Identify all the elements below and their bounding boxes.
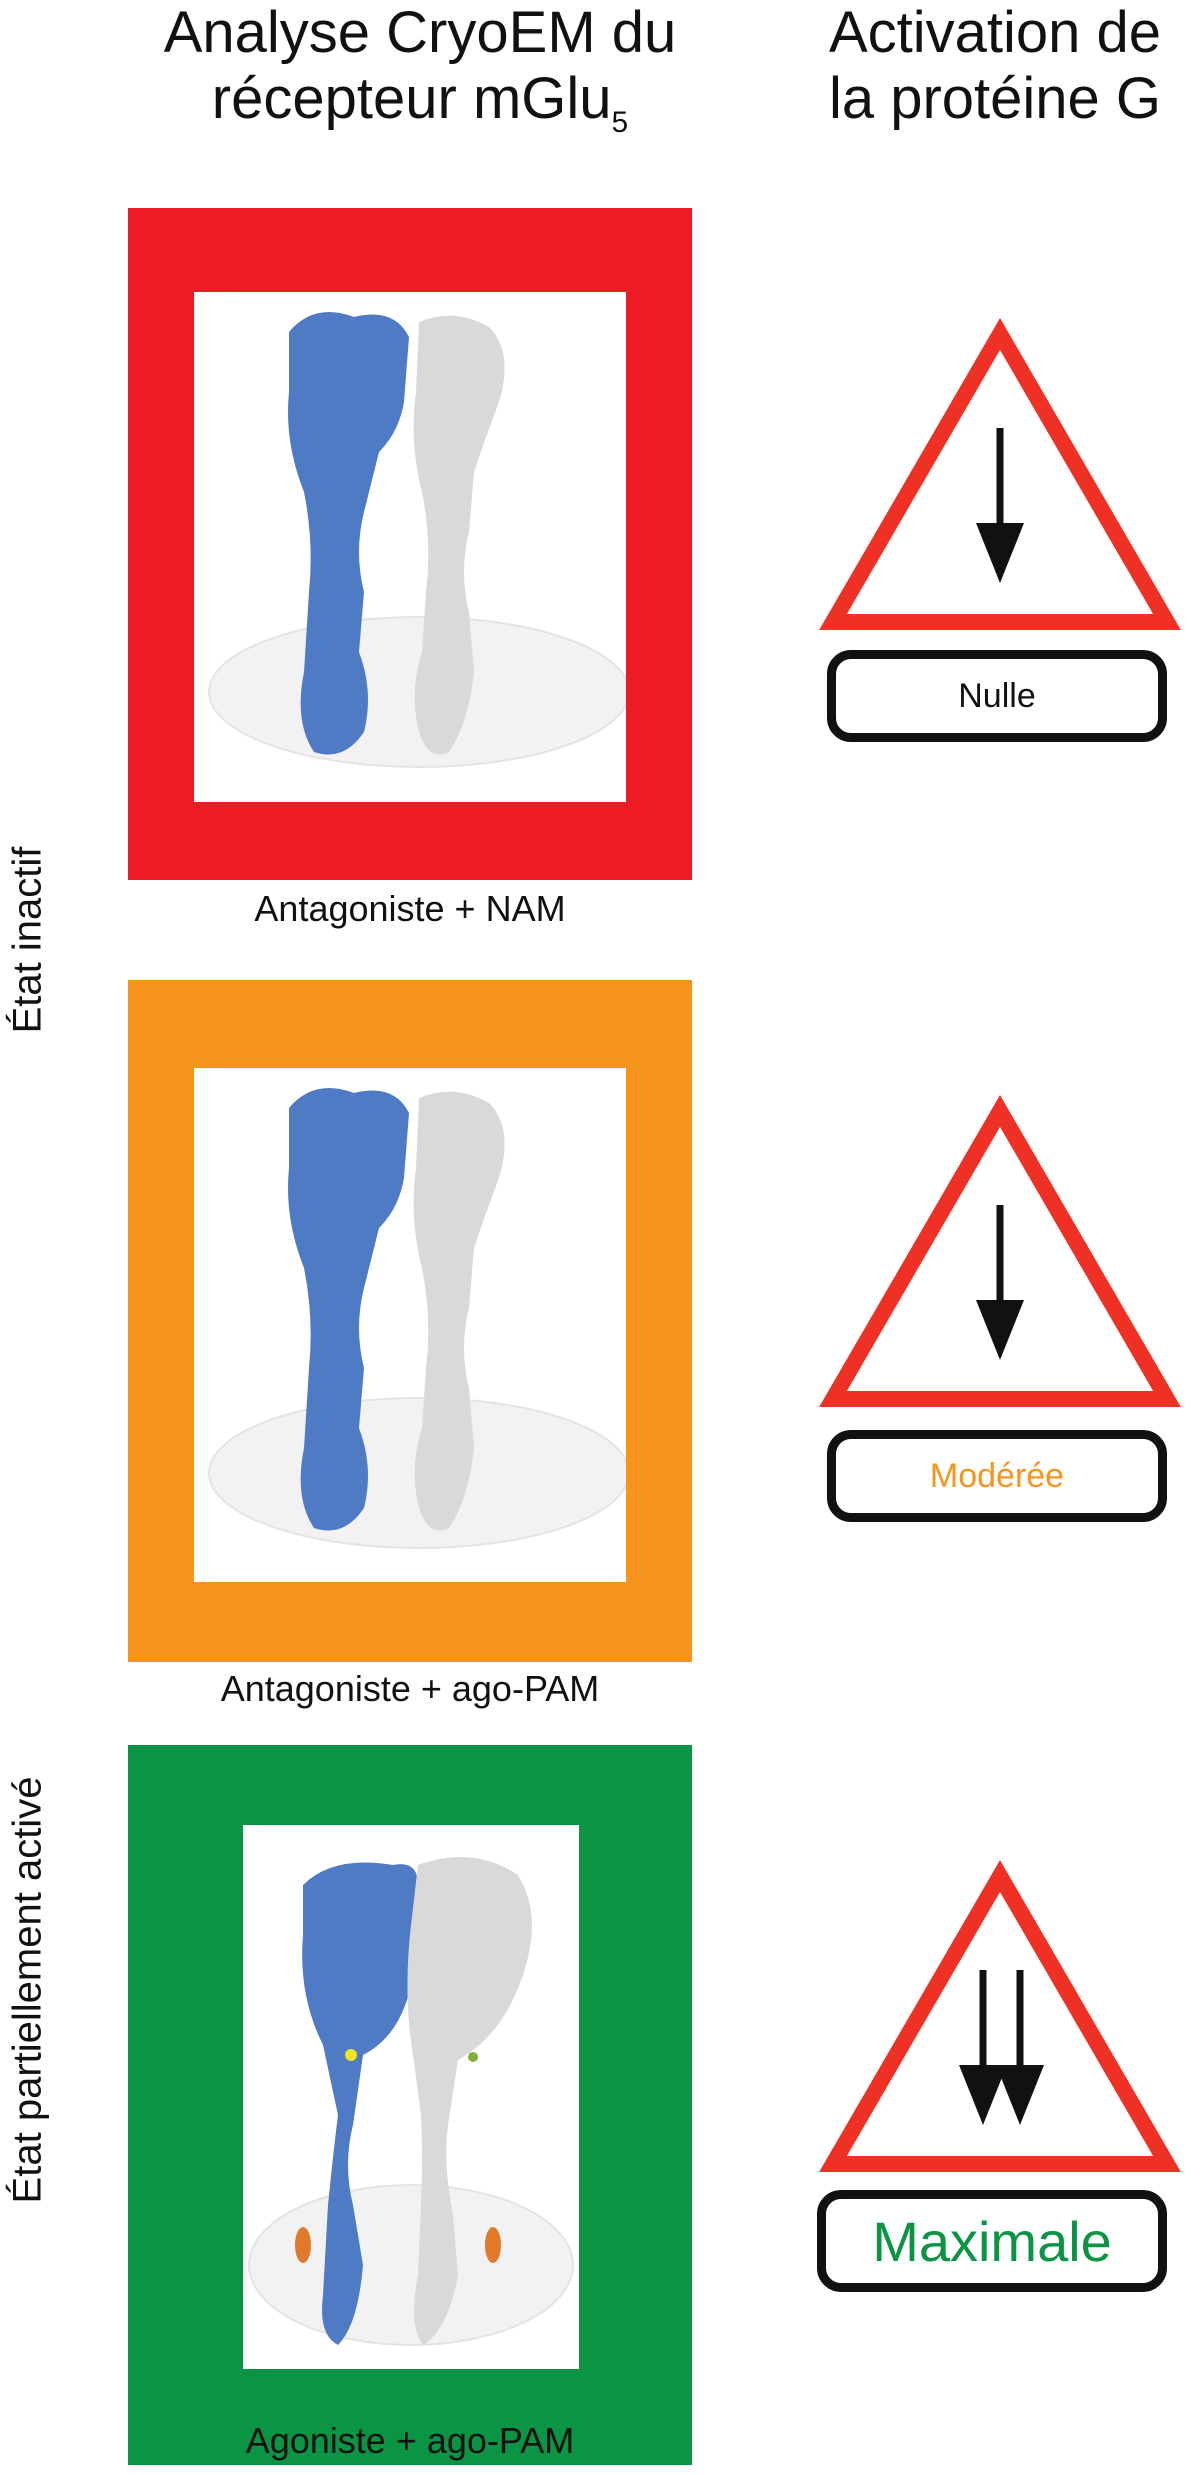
right-column-header: Activation de la protéine G bbox=[790, 0, 1200, 132]
left-header-subscript: 5 bbox=[611, 106, 629, 139]
panel-antagonist-nam bbox=[128, 208, 692, 880]
side-label-inactive: État inactif bbox=[5, 846, 50, 1034]
down-arrow-icon bbox=[959, 2065, 1007, 2125]
protein-structure-frame bbox=[194, 292, 626, 802]
protein-structure-image bbox=[208, 312, 626, 768]
left-column-header: Analyse CryoEM du récepteur mGlu5 bbox=[100, 0, 740, 156]
status-box-moderee: Modérée bbox=[827, 1430, 1167, 1522]
panel-caption: Antagoniste + ago-PAM bbox=[220, 1668, 600, 1709]
side-label-partial: État partiellement activé bbox=[5, 1776, 50, 2204]
status-text: Nulle bbox=[958, 676, 1036, 715]
right-header-line2: la protéine G bbox=[828, 66, 1162, 131]
down-arrow-icon bbox=[976, 1300, 1024, 1360]
warning-triangle-icon bbox=[819, 1095, 1181, 1407]
panel-caption: Antagoniste + NAM bbox=[254, 888, 566, 929]
status-box-nulle: Nulle bbox=[827, 650, 1167, 742]
warning-triangle-icon bbox=[819, 1860, 1181, 2172]
status-text: Modérée bbox=[929, 1456, 1065, 1495]
protein-structure-image bbox=[208, 1088, 626, 1549]
status-text: Maximale bbox=[872, 2209, 1112, 2273]
right-header-line1: Activation de bbox=[828, 0, 1162, 65]
left-header-line2-text: récepteur mGlu bbox=[211, 66, 612, 131]
protein-structure-image bbox=[248, 1857, 574, 2346]
panel-agonist-ago-pam bbox=[128, 1745, 692, 2465]
protein-structure-frame bbox=[243, 1825, 579, 2369]
triangle-outline bbox=[819, 1860, 1181, 2172]
warning-triangle-icon bbox=[819, 318, 1181, 630]
down-arrow-icon bbox=[996, 2065, 1044, 2125]
panel-antagonist-ago-pam bbox=[128, 980, 692, 1662]
status-box-maximale: Maximale bbox=[817, 2190, 1167, 2292]
left-header-line2: récepteur mGlu5 bbox=[100, 66, 740, 156]
protein-structure-frame bbox=[194, 1068, 626, 1582]
down-arrow-icon bbox=[976, 523, 1024, 583]
panel-caption: Agoniste + ago-PAM bbox=[245, 2420, 575, 2461]
left-header-line1: Analyse CryoEM du bbox=[163, 0, 677, 65]
